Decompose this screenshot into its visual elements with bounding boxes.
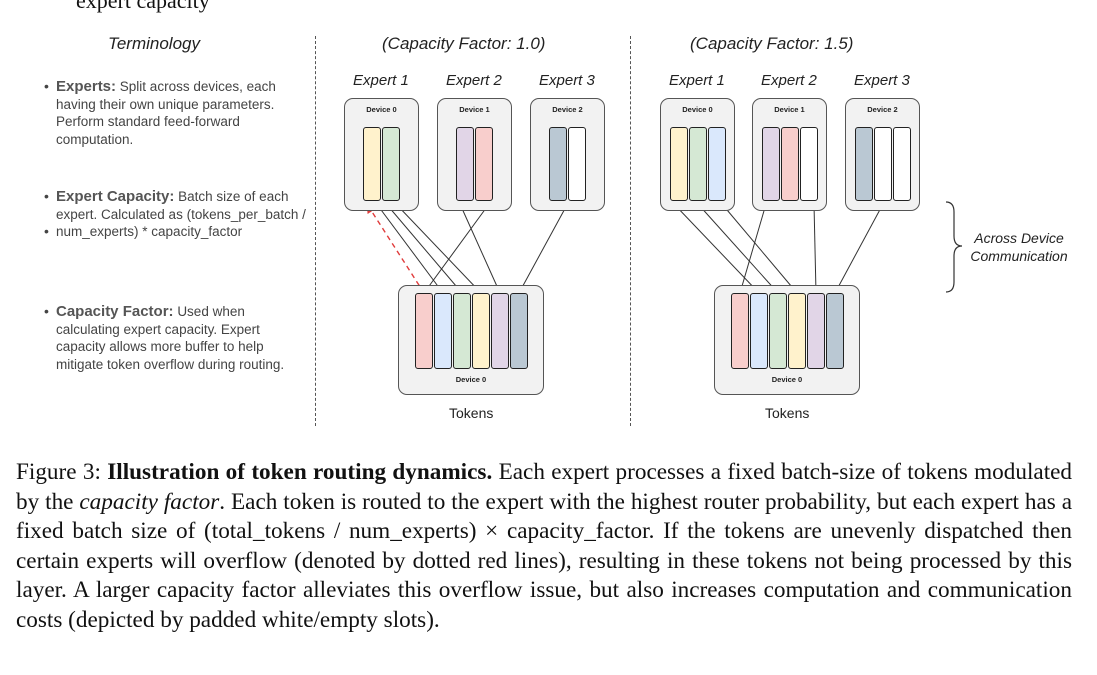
token-slot — [769, 293, 787, 369]
previous-text-fragment: expert capacity — [76, 0, 210, 13]
expert-slot — [781, 127, 799, 201]
expert-label: Expert 3 — [854, 72, 910, 89]
bullet-icon: • — [44, 188, 49, 204]
token-slot — [731, 293, 749, 369]
across-device-label: Across Device Communication — [970, 230, 1068, 264]
expert-slot — [689, 127, 707, 201]
bullet-icon: • — [44, 223, 49, 239]
route-line — [673, 203, 760, 294]
expert-slot — [893, 127, 911, 201]
expert-slot — [708, 127, 726, 201]
term-label: Expert Capacity: — [56, 188, 175, 205]
terminology-title: Terminology — [108, 34, 200, 53]
route-line — [721, 203, 798, 294]
route-line — [697, 203, 779, 294]
tokens-label: Tokens — [765, 405, 810, 421]
term-description: Used when calculating expert capacity. E… — [56, 304, 285, 372]
panel-divider — [315, 36, 316, 426]
device-label: Device 0 — [771, 375, 803, 384]
expert-label: Expert 1 — [353, 72, 409, 89]
caption-text-2: . Each token is routed to the expert wit… — [16, 488, 1073, 633]
figure: Terminology • Experts: Split across devi… — [44, 34, 1068, 426]
expert-slot — [855, 127, 873, 201]
token-slot — [750, 293, 768, 369]
expert-label: Expert 3 — [539, 72, 595, 89]
expert-slot — [475, 127, 493, 201]
device-label: Device 2 — [552, 105, 583, 114]
routing-lines — [366, 201, 963, 294]
expert-device: Device 1 — [437, 98, 512, 211]
capacity-factor-title: (Capacity Factor: 1.0) — [382, 34, 546, 53]
token-slot — [434, 293, 452, 369]
bullet-icon: • — [44, 303, 49, 319]
expert-slot — [762, 127, 780, 201]
caption-label: Figure 3: — [16, 459, 101, 485]
expert-label: Expert 2 — [446, 72, 502, 89]
caption-text-1: Each expert processes a fixed batch-size… — [16, 459, 1073, 515]
route-line — [739, 203, 768, 294]
panel-divider — [630, 36, 631, 426]
capacity-factor-title: (Capacity Factor: 1.5) — [690, 34, 854, 53]
expert-label: Expert 1 — [669, 72, 725, 89]
expert-label: Expert 2 — [761, 72, 817, 89]
device-label: Device 1 — [459, 105, 490, 114]
device-label: Device 1 — [774, 105, 805, 114]
expert-slot — [549, 127, 567, 201]
token-slot — [510, 293, 528, 369]
bullet-icon: • — [44, 78, 49, 94]
token-slot — [491, 293, 509, 369]
overflow-route-line — [366, 203, 425, 294]
term-description: Batch size of each expert. Calculated as… — [56, 189, 306, 239]
expert-slot — [456, 127, 474, 201]
caption-emphasis: capacity factor — [79, 488, 220, 515]
expert-slot — [568, 127, 586, 201]
term-label: Capacity Factor: — [56, 303, 174, 320]
tokens-label: Tokens — [449, 405, 494, 421]
expert-slot — [363, 127, 381, 201]
route-line — [518, 203, 568, 294]
token-slot — [807, 293, 825, 369]
expert-device: Device 2 — [530, 98, 605, 211]
route-line — [395, 203, 482, 294]
token-slot — [453, 293, 471, 369]
device-label: Device 0 — [455, 375, 487, 384]
route-line — [459, 203, 501, 294]
device-label: Device 0 — [366, 105, 397, 114]
communication-brace — [945, 201, 963, 293]
expert-slot — [874, 127, 892, 201]
route-line — [385, 203, 463, 294]
expert-slot — [800, 127, 818, 201]
token-slot — [788, 293, 806, 369]
expert-slot — [382, 127, 400, 201]
term-description: Split across devices, each having their … — [56, 79, 276, 147]
token-slot — [472, 293, 490, 369]
route-line — [423, 203, 490, 294]
device-label: Device 2 — [867, 105, 898, 114]
route-line — [376, 203, 444, 294]
token-slot — [415, 293, 433, 369]
caption-title: Illustration of token routing dynamics. — [107, 459, 493, 485]
device-label: Device 0 — [682, 105, 713, 114]
expert-device: Device 0 — [344, 98, 419, 211]
route-line — [834, 203, 884, 294]
route-line — [810, 203, 818, 294]
term-label: Experts: — [56, 78, 117, 95]
token-slot — [826, 293, 844, 369]
figure-caption: Figure 3: Illustration of token routing … — [16, 458, 1072, 636]
expert-slot — [670, 127, 688, 201]
